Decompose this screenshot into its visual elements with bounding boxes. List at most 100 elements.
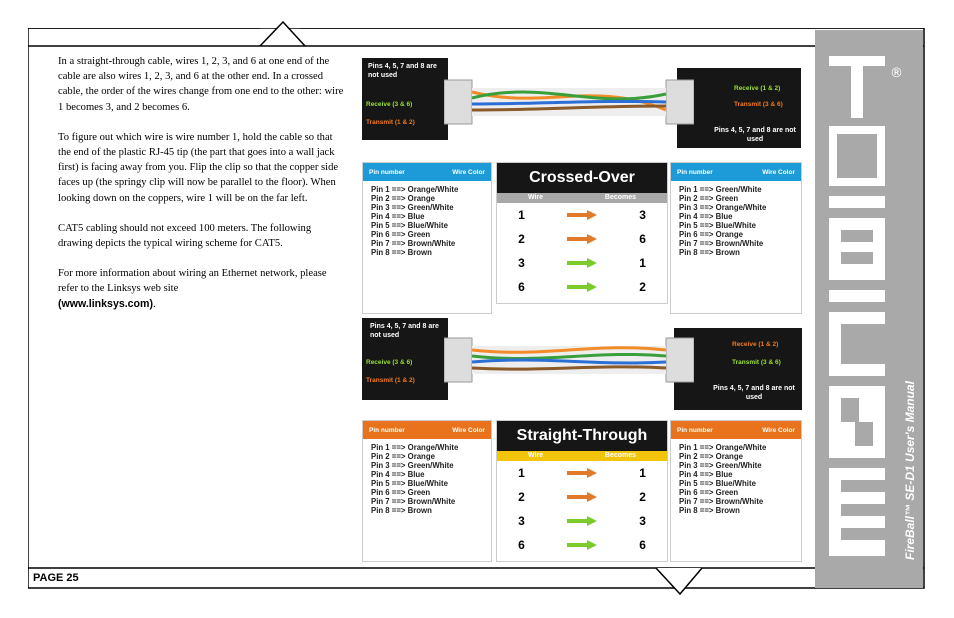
crossover-title: Crossed-Over — [497, 163, 667, 193]
receive-label: Receive (3 & 6) — [366, 359, 413, 366]
pin-row: Pin 5 ==> Blue/White — [371, 221, 448, 230]
becomes-num: 1 — [639, 256, 646, 270]
pin-row: Pin 1 ==> Green/White — [679, 185, 762, 194]
page-number: PAGE 25 — [33, 572, 79, 584]
pin-rows: Pin 1 ==> Green/White Pin 2 ==> Green Pi… — [671, 181, 801, 261]
pin-row: Pin 3 ==> Green/White — [371, 461, 454, 470]
transmit-label-right: Receive (1 & 2) — [732, 341, 779, 348]
arrow-icon — [566, 282, 597, 292]
paragraph-straight-vs-crossed: In a straight-through cable, wires 1, 2,… — [58, 56, 344, 113]
page-frame — [28, 28, 925, 589]
pin-row: Pin 7 ==> Brown/White — [371, 497, 456, 506]
straight-cable-wires — [444, 337, 694, 383]
becomes-num: 2 — [639, 490, 646, 504]
pin-number-header: Pin number — [677, 168, 713, 176]
pin-row: Pin 2 ==> Orange — [371, 452, 435, 461]
pin-rows: Pin 1 ==> Orange/White Pin 2 ==> Orange … — [363, 439, 491, 519]
receive-label-right: Receive (1 & 2) — [734, 85, 781, 92]
arrow-icon — [566, 516, 597, 526]
pin-row: Pin 3 ==> Green/White — [679, 461, 762, 470]
pin-row: Pin 4 ==> Blue — [371, 212, 425, 221]
pin-rows: Pin 1 ==> Orange/White Pin 2 ==> Orange … — [363, 181, 491, 261]
pin-table-header: Pin number Wire Color — [363, 421, 491, 439]
pin-rows: Pin 1 ==> Orange/White Pin 2 ==> Orange … — [671, 439, 801, 519]
becomes-num: 3 — [639, 208, 646, 222]
straight-title: Straight-Through — [497, 421, 667, 451]
pin-row: Pin 4 ==> Blue — [371, 470, 425, 479]
transmit-label-right: Transmit (3 & 6) — [734, 101, 783, 108]
escient-logo — [829, 56, 885, 556]
pins-unused-label: Pins 4, 5, 7 and 8 are not used — [368, 63, 437, 79]
body-text: In a straight-through cable, wires 1, 2,… — [58, 54, 348, 327]
arrow-icon — [566, 234, 597, 244]
becomes-col: Becomes — [604, 194, 637, 201]
wire-num: 1 — [518, 466, 525, 480]
pin-row: Pin 5 ==> Blue/White — [679, 479, 756, 488]
registered-mark: ® — [890, 66, 903, 81]
pin-row: Pin 1 ==> Orange/White — [371, 443, 459, 452]
becomes-col: Becomes — [604, 452, 637, 459]
pin-row: Pin 3 ==> Orange/White — [679, 203, 767, 212]
wire-color-header: Wire Color — [452, 426, 485, 434]
becomes-num: 6 — [639, 538, 646, 552]
pin-row: Pin 8 ==> Brown — [679, 248, 740, 257]
pin-row: Pin 6 ==> Green — [371, 230, 431, 239]
becomes-num: 6 — [639, 232, 646, 246]
paragraph-identify-wire: To figure out which wire is wire number … — [58, 131, 339, 204]
receive-label-right: Transmit (3 & 6) — [732, 359, 781, 366]
pin-row: Pin 1 ==> Orange/White — [371, 185, 459, 194]
pin-row: Pin 7 ==> Brown/White — [371, 239, 456, 248]
pin-row: Pin 7 ==> Brown/White — [679, 497, 764, 506]
pin-row: Pin 6 ==> Green — [679, 488, 739, 497]
linksys-link[interactable]: (www.linksys.com) — [58, 297, 153, 310]
pin-number-header: Pin number — [677, 426, 713, 434]
crossover-cable-wires — [444, 79, 694, 125]
pin-row: Pin 8 ==> Brown — [371, 248, 432, 257]
arrow-icon — [566, 258, 597, 268]
transmit-label: Transmit (1 & 2) — [366, 119, 415, 126]
pins-unused-label-right: Pins 4, 5, 7 and 8 are not used — [714, 127, 796, 143]
pin-row: Pin 2 ==> Orange — [679, 452, 743, 461]
pin-row: Pin 4 ==> Blue — [679, 470, 733, 479]
straight-cable-image: Pins 4, 5, 7 and 8 are not used Receive … — [362, 314, 802, 410]
receive-label: Receive (3 & 6) — [366, 101, 413, 108]
becomes-num: 2 — [639, 280, 646, 294]
pin-row: Pin 8 ==> Brown — [679, 506, 740, 515]
pin-row: Pin 8 ==> Brown — [371, 506, 432, 515]
wire-col: Wire — [527, 452, 544, 459]
pin-number-header: Pin number — [369, 426, 405, 434]
pin-row: Pin 6 ==> Green — [371, 488, 431, 497]
pin-row: Pin 7 ==> Brown/White — [679, 239, 764, 248]
wire-num: 1 — [518, 208, 525, 222]
wire-num: 2 — [518, 232, 525, 246]
wire-num: 6 — [518, 538, 525, 552]
pin-number-header: Pin number — [369, 168, 405, 176]
wire-col: Wire — [527, 194, 544, 201]
becomes-num: 3 — [639, 514, 646, 528]
wire-num: 6 — [518, 280, 525, 294]
pin-row: Pin 5 ==> Blue/White — [679, 221, 756, 230]
pin-row: Pin 3 ==> Green/White — [371, 203, 454, 212]
becomes-num: 1 — [639, 466, 646, 480]
arrow-icon — [566, 540, 597, 550]
link-suffix: . — [152, 298, 156, 310]
pin-row: Pin 5 ==> Blue/White — [371, 479, 448, 488]
wire-num: 3 — [518, 514, 525, 528]
more-info-text: For more information about wiring an Eth… — [58, 268, 327, 295]
pin-row: Pin 4 ==> Blue — [679, 212, 733, 221]
manual-title: FireBall™ SE-D1 User's Manual — [903, 381, 917, 560]
paragraph-more-info: For more information about wiring an Eth… — [58, 266, 348, 312]
